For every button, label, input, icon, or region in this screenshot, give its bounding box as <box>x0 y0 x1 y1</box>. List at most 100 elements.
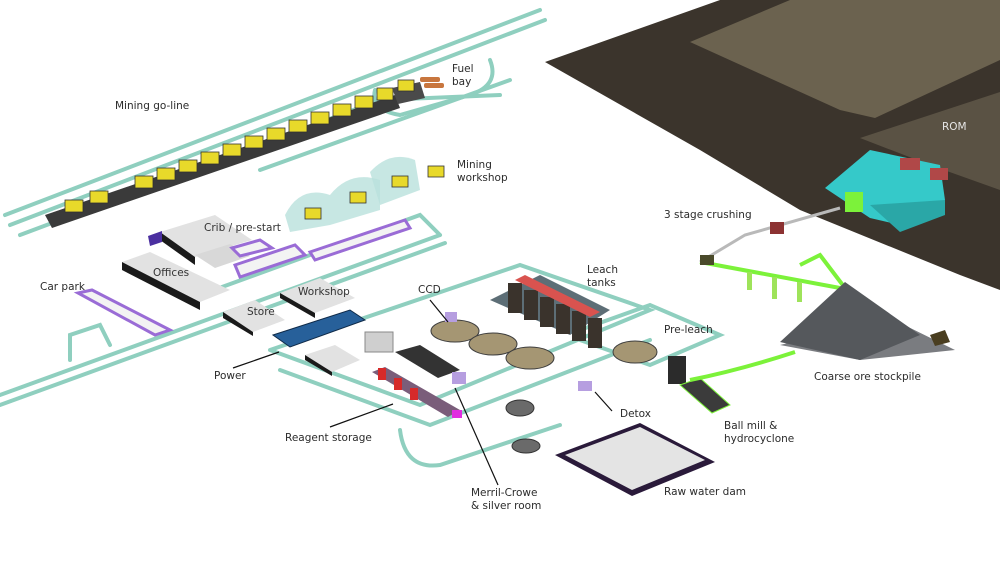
haul-truck <box>332 103 352 117</box>
offices-roof <box>122 252 230 302</box>
label-pre-leach: Pre-leach <box>664 324 713 336</box>
leach-tank <box>556 304 570 334</box>
haul-truck <box>244 135 264 149</box>
coarse-ore-stockpile <box>780 282 955 360</box>
reagent-tank <box>452 410 462 418</box>
pit-area <box>545 0 1000 290</box>
process-tank <box>511 438 541 454</box>
workshop-truck <box>349 191 367 204</box>
detox-tank <box>578 381 592 391</box>
fuel-tank <box>420 77 440 82</box>
merril-crowe-arrow <box>454 387 499 486</box>
haul-truck <box>178 159 198 173</box>
workshop-roof <box>280 278 355 313</box>
ccd-thickener <box>468 332 518 356</box>
go-line-pad <box>45 95 400 228</box>
reagent-tank <box>378 368 386 380</box>
admin-buildings <box>122 215 360 376</box>
label-mining-go-line: Mining go-line <box>115 100 190 112</box>
label-power: Power <box>214 370 246 382</box>
ball-mill-body <box>679 377 731 414</box>
conveyor-support <box>747 272 752 290</box>
label-crib-pre-start: Crib / pre-start <box>204 222 281 234</box>
label-reagent-storage: Reagent storage <box>285 432 372 444</box>
label-leach-tanks: Leach tanks <box>587 264 618 289</box>
silver-room-tank <box>452 372 466 384</box>
conveyor-crusher-to-stockpile <box>699 260 841 290</box>
crusher-unit <box>700 255 714 265</box>
haul-truck <box>376 87 394 101</box>
ccd-tank-purple <box>445 312 457 322</box>
mining-workshop <box>285 156 445 232</box>
leach-tanks <box>490 275 610 348</box>
store-roof <box>223 300 285 332</box>
haul-truck <box>354 95 374 109</box>
reagent-tank <box>410 388 418 400</box>
ccd-thickeners <box>429 299 555 370</box>
road-main-diagonal <box>0 233 442 397</box>
conveyor-stockpile-to-mill <box>689 350 796 382</box>
primary-crusher <box>845 192 863 212</box>
workshop-truck <box>391 175 409 188</box>
label-fuel-bay: Fuel bay <box>452 63 474 88</box>
ball-mill-tower <box>668 356 686 384</box>
power-arrow <box>232 351 280 369</box>
conveyor-supports <box>747 272 802 302</box>
haul-truck <box>64 199 84 213</box>
road-go-line-outer <box>3 8 542 217</box>
rom-bench <box>860 92 1000 190</box>
ball-mill <box>668 356 731 414</box>
leach-tank <box>572 311 586 341</box>
conveyor-rom-to-crusher <box>699 206 841 264</box>
detox-arrow <box>594 391 613 412</box>
label-ball-mill: Ball mill & hydrocyclone <box>724 420 795 445</box>
label-detox: Detox <box>620 408 651 420</box>
crusher-units <box>700 158 948 265</box>
label-merril-crowe: Merril-Crowe & silver room <box>471 487 542 512</box>
reagent-tank <box>394 378 402 390</box>
label-store: Store <box>247 306 275 318</box>
haul-truck <box>222 143 242 157</box>
haul-truck <box>200 151 220 165</box>
plant-office-roof <box>305 345 360 372</box>
haul-truck <box>288 119 308 133</box>
conveyor-stockpile-tripper <box>799 252 847 290</box>
detox <box>578 381 613 412</box>
car-park-crib <box>232 243 308 279</box>
label-coarse-ore-stockpile: Coarse ore stockpile <box>814 371 921 383</box>
label-offices: Offices <box>153 267 190 279</box>
road-south-loop <box>398 423 562 468</box>
dozer <box>930 330 950 346</box>
label-car-park: Car park <box>40 281 85 293</box>
power-station <box>271 309 367 348</box>
haul-trucks <box>64 87 394 213</box>
conveyor-support <box>797 282 802 302</box>
label-3-stage-crushing: 3 stage crushing <box>664 209 752 221</box>
label-workshop: Workshop <box>298 286 350 298</box>
pre-leach-thickener <box>612 340 658 364</box>
road-car-park-loop <box>68 322 112 362</box>
label-ccd: CCD <box>418 284 441 296</box>
road-main-diagonal-2 <box>0 241 447 407</box>
rom-pad-ramp <box>870 200 945 232</box>
road-plant-ring <box>268 262 656 408</box>
fuel-tank <box>424 83 444 88</box>
merril-crowe-plant <box>395 345 460 378</box>
raw-water-dam <box>555 423 715 496</box>
crib-purple <box>148 231 162 246</box>
label-raw-water-dam: Raw water dam <box>664 486 747 498</box>
store-side <box>223 312 253 336</box>
crusher-unit <box>770 222 784 234</box>
leach-tank <box>588 318 602 348</box>
ccd-arrow <box>429 299 449 323</box>
haul-truck <box>89 190 109 204</box>
pre-leach <box>612 340 658 364</box>
label-rom: ROM <box>942 121 967 133</box>
leach-tank <box>508 283 522 313</box>
workshop-side <box>280 293 315 318</box>
conveyor-support <box>772 277 777 299</box>
ccd-thickener <box>505 346 555 370</box>
stockpile-cone <box>780 282 920 360</box>
car-park-crib-2 <box>229 238 276 258</box>
reagent-arrow <box>329 403 394 428</box>
